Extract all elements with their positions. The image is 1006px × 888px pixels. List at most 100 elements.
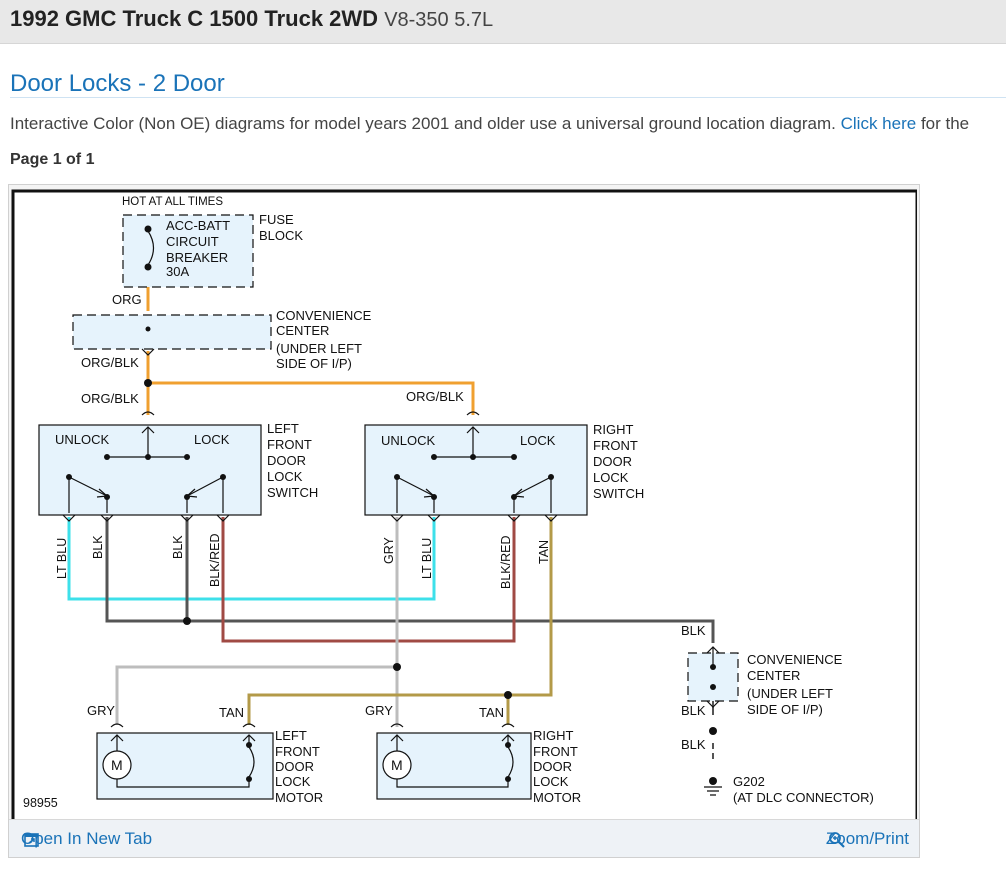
diagram-frame: HOT AT ALL TIMES ACC-BATT CIRCUIT BREAKE…: [8, 184, 920, 858]
left-wire-label-blk-2: BLK: [171, 535, 185, 559]
right-motor-m: M: [391, 757, 403, 773]
fuse-block-line-2: BLOCK: [259, 228, 303, 243]
conv-right-line-2: CENTER: [747, 668, 800, 683]
right-motor-gry-label: GRY: [365, 703, 393, 718]
left-switch-unlock-label: UNLOCK: [55, 432, 110, 447]
open-in-new-tab-label: Open In New Tab: [21, 829, 153, 848]
left-wire-label-blk-1: BLK: [91, 535, 105, 559]
breaker-line-1: ACC-BATT: [166, 218, 230, 233]
right-motor-line-3: DOOR: [533, 759, 572, 774]
page-indicator: Page 1 of 1: [10, 151, 95, 168]
left-switch-line-2: FRONT: [267, 437, 312, 452]
right-switch-line-2: FRONT: [593, 438, 638, 453]
fuse-block-line-1: FUSE: [259, 212, 294, 227]
right-switch-line-3: DOOR: [593, 454, 632, 469]
diagram-footer: Open In New Tab Zoom/Print: [9, 819, 919, 857]
left-motor-gry-label: GRY: [87, 703, 115, 718]
right-switch-lock-label: LOCK: [520, 433, 556, 448]
blk-lower-label-2: BLK: [681, 737, 706, 752]
wire-orgblk-label-3: ORG/BLK: [406, 389, 464, 404]
right-motor-line-4: LOCK: [533, 774, 569, 789]
right-wire-label-tan: TAN: [537, 540, 551, 564]
circuit-breaker: HOT AT ALL TIMES ACC-BATT CIRCUIT BREAKE…: [112, 196, 303, 307]
conv-top-line-1: CONVENIENCE: [276, 308, 372, 323]
wiring-diagram[interactable]: HOT AT ALL TIMES ACC-BATT CIRCUIT BREAKE…: [11, 187, 917, 819]
conv-right-line-3: (UNDER LEFT: [747, 686, 833, 701]
left-door-lock-motor: GRY TAN M LEFT FRONT DOOR LOCK MOTOR: [87, 703, 323, 805]
hot-at-all-times-label: HOT AT ALL TIMES: [122, 196, 223, 208]
right-door-lock-motor: GRY TAN M RIGHT FRONT DOOR LOCK MOTOR: [365, 703, 581, 805]
left-wire-label-blk-red: BLK/RED: [208, 534, 222, 588]
wires: [67, 287, 715, 763]
blk-right-label: BLK: [681, 623, 706, 638]
left-switch-lock-label: LOCK: [194, 432, 230, 447]
conv-top-line-2: CENTER: [276, 323, 329, 338]
left-switch-line-3: DOOR: [267, 453, 306, 468]
zoom-print-label: Zoom/Print: [825, 829, 909, 848]
wire-orgblk-label-2: ORG/BLK: [81, 391, 139, 406]
right-wire-label-gry: GRY: [382, 536, 396, 564]
breaker-line-3: BREAKER: [166, 250, 228, 265]
conv-right-line-4: SIDE OF I/P): [747, 702, 823, 717]
left-wire-label-lt-blu: LT BLU: [55, 538, 69, 579]
conv-right-line-1: CONVENIENCE: [747, 652, 843, 667]
intro-tail: for the: [920, 114, 970, 133]
intro-text: Interactive Color (Non OE) diagrams for …: [10, 114, 969, 134]
conv-top-line-4: SIDE OF I/P): [276, 356, 352, 371]
vehicle-name: 1992 GMC Truck C 1500 Truck 2WD: [10, 6, 379, 31]
blk-lower-label-1: BLK: [681, 703, 706, 718]
intro-body: Interactive Color (Non OE) diagrams for …: [10, 114, 836, 133]
left-motor-line-3: DOOR: [275, 759, 314, 774]
wire-orgblk-label-1: ORG/BLK: [81, 355, 139, 370]
zoom-print-button[interactable]: Zoom/Print: [826, 829, 909, 849]
left-motor-line-2: FRONT: [275, 744, 320, 759]
left-door-lock-switch: UNLOCK LOCK LEFT FRONT DOOR LOCK SWITCH …: [38, 411, 318, 588]
ground-g202-label: G202: [733, 774, 765, 789]
external-tab-icon: [24, 833, 39, 847]
left-motor-line-5: MOTOR: [275, 790, 323, 805]
ground-node: [709, 777, 717, 785]
wire-blk-ground: [105, 517, 715, 643]
right-switch-line-1: RIGHT: [593, 422, 634, 437]
left-motor-line-4: LOCK: [275, 774, 311, 789]
wire-lt-blu: [67, 517, 436, 601]
left-switch-line-5: SWITCH: [267, 485, 318, 500]
engine-spec: V8-350 5.7L: [384, 9, 494, 31]
ground-symbol: [704, 786, 722, 796]
splice-gry: [393, 663, 401, 671]
right-wire-label-blk-red: BLK/RED: [499, 536, 513, 590]
top-bar: 1992 GMC Truck C 1500 Truck 2WD V8-350 5…: [0, 0, 1006, 44]
diagram-id: 98955: [23, 796, 58, 810]
wire-gry-left: [115, 665, 397, 725]
wire-org-label: ORG: [112, 292, 142, 307]
right-switch-line-4: LOCK: [593, 470, 629, 485]
right-switch-line-5: SWITCH: [593, 486, 644, 501]
right-switch-unlock-label: UNLOCK: [381, 433, 436, 448]
right-motor-line-5: MOTOR: [533, 790, 581, 805]
splice-tan: [504, 691, 512, 699]
left-switch-line-1: LEFT: [267, 421, 299, 436]
right-motor-tan-label: TAN: [479, 705, 504, 720]
wire-blk-red: [221, 517, 516, 643]
ground-diagram-link[interactable]: Click here: [840, 114, 917, 133]
wire-orgblk-right: [148, 381, 475, 415]
left-motor-line-1: LEFT: [275, 728, 307, 743]
right-wire-label-lt-blu: LT BLU: [420, 538, 434, 579]
conv-top-line-3: (UNDER LEFT: [276, 341, 362, 356]
splice-blk: [183, 617, 191, 625]
section-title: Door Locks - 2 Door: [10, 70, 225, 97]
right-motor-line-1: RIGHT: [533, 728, 574, 743]
ground-location-label: (AT DLC CONNECTOR): [733, 790, 874, 805]
wire-tan: [247, 517, 553, 725]
right-motor-line-2: FRONT: [533, 744, 578, 759]
left-motor-m: M: [111, 757, 123, 773]
breaker-line-2: CIRCUIT: [166, 234, 219, 249]
vehicle-title: 1992 GMC Truck C 1500 Truck 2WD V8-350 5…: [10, 6, 493, 32]
left-switch-line-4: LOCK: [267, 469, 303, 484]
zoom-icon: [828, 832, 845, 848]
breaker-line-4: 30A: [166, 264, 189, 279]
title-divider: [10, 97, 1006, 98]
right-door-lock-switch: UNLOCK LOCK RIGHT FRONT DOOR LOCK SWITCH…: [364, 411, 644, 590]
open-in-new-tab-button[interactable]: Open In New Tab: [21, 829, 152, 849]
left-motor-tan-label: TAN: [219, 705, 244, 720]
